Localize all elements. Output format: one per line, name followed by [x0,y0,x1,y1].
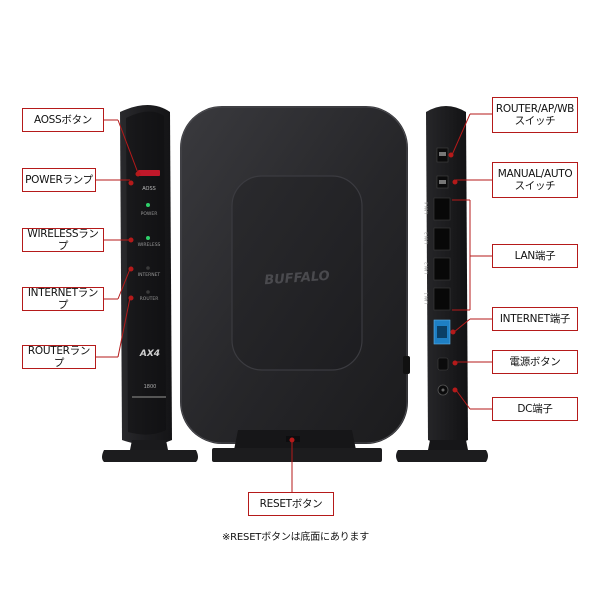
power-led-icon [146,203,150,207]
label-manual-auto-switch: MANUAL/AUTO スイッチ [492,162,578,198]
lan1-text: LAN 1 [424,292,429,304]
label-power-button: 電源ボタン [492,350,578,374]
label-aoss-button: AOSSボタン [22,108,104,132]
front-stand [102,450,198,462]
lan4-text: LAN 4 [424,202,429,214]
lan3-text: LAN 3 [424,232,429,244]
label-power-lamp: POWERランプ [22,168,96,192]
front-wireless-text: WIRELESS [138,242,161,248]
main-stand [212,448,382,462]
label-dc-port: DC端子 [492,397,578,421]
label-mode-switch: ROUTER/AP/WB スイッチ [492,97,578,133]
label-router-lamp: ROUTERランプ [22,345,96,369]
label-wireless-lamp: WIRELESSランプ [22,228,104,252]
aoss-button-shape[interactable] [138,170,160,176]
router-main-body: BUFFALO [180,106,410,462]
internet-led-icon [146,266,150,270]
router-led-icon [146,290,150,294]
power-button-shape[interactable] [438,358,448,370]
side-power-button[interactable] [403,356,410,374]
model-number-text: 1800 [144,384,157,390]
front-aoss-text: AOSS [142,186,156,192]
label-lan-port: LAN端子 [492,244,578,268]
wireless-led-icon [146,236,150,240]
front-internet-text: INTERNET [138,272,161,278]
reset-note: ※RESETボタンは底面にあります [222,528,369,543]
rear-stand [396,450,488,462]
label-internet-lamp: INTERNETランプ [22,287,104,311]
front-power-text: POWER [141,211,158,217]
front-router-text: ROUTER [140,296,159,302]
lan2-text: LAN 2 [424,262,429,274]
label-internet-port: INTERNET端子 [492,307,578,331]
label-reset-button: RESETボタン [248,492,334,516]
ax4-logo: AX4 [139,349,160,359]
